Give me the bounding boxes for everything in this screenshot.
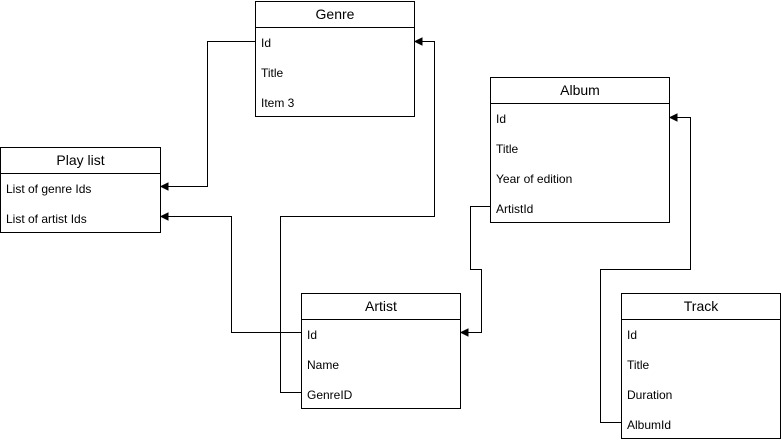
album-entity[interactable]: Album Id Title Year of edition ArtistId [490,77,670,223]
edge-artist-genreid-to-genre [280,41,435,393]
edge-genre-to-playlist [168,41,255,187]
artist-entity[interactable]: Artist Id Name GenreID [301,293,461,409]
arrowhead-playlist-genre-ids [159,182,169,191]
edge-artist-to-playlist [168,216,301,333]
genre-field-id: Id [261,36,272,50]
playlist-entity[interactable]: Play list List of genre Ids List of arti… [0,147,161,233]
album-field-title: Title [496,142,519,156]
genre-field-title: Title [261,66,284,80]
playlist-field-genre-ids: List of genre Ids [6,182,92,196]
album-entity-title: Album [491,78,669,104]
artist-entity-title: Artist [302,294,460,320]
artist-field-genreid: GenreID [307,388,353,402]
artist-field-name: Name [307,358,340,372]
arrowhead-playlist-artist-ids [159,212,169,221]
track-field-duration: Duration [627,388,673,402]
track-field-albumid: AlbumId [627,418,672,432]
album-field-year-of-edition: Year of edition [496,172,573,186]
arrowhead-artist-id [459,328,469,337]
album-field-artistid: ArtistId [496,202,534,216]
genre-field-item-3: Item 3 [261,96,295,110]
track-entity-title: Track [622,294,780,320]
genre-entity[interactable]: Genre Id Title Item 3 [255,1,415,117]
edge-album-to-artist [468,206,490,333]
artist-field-id: Id [307,328,318,342]
track-entity[interactable]: Track Id Title Duration AlbumId [621,293,781,439]
genre-entity-title: Genre [256,2,414,28]
arrowhead-album-id [668,113,678,122]
playlist-field-artist-ids: List of artist Ids [6,212,87,226]
arrowhead-genre-id [413,37,423,46]
track-field-title: Title [627,358,650,372]
track-field-id: Id [627,328,638,342]
edge-track-to-album [600,117,691,423]
album-field-id: Id [496,112,507,126]
playlist-entity-title: Play list [1,148,160,174]
